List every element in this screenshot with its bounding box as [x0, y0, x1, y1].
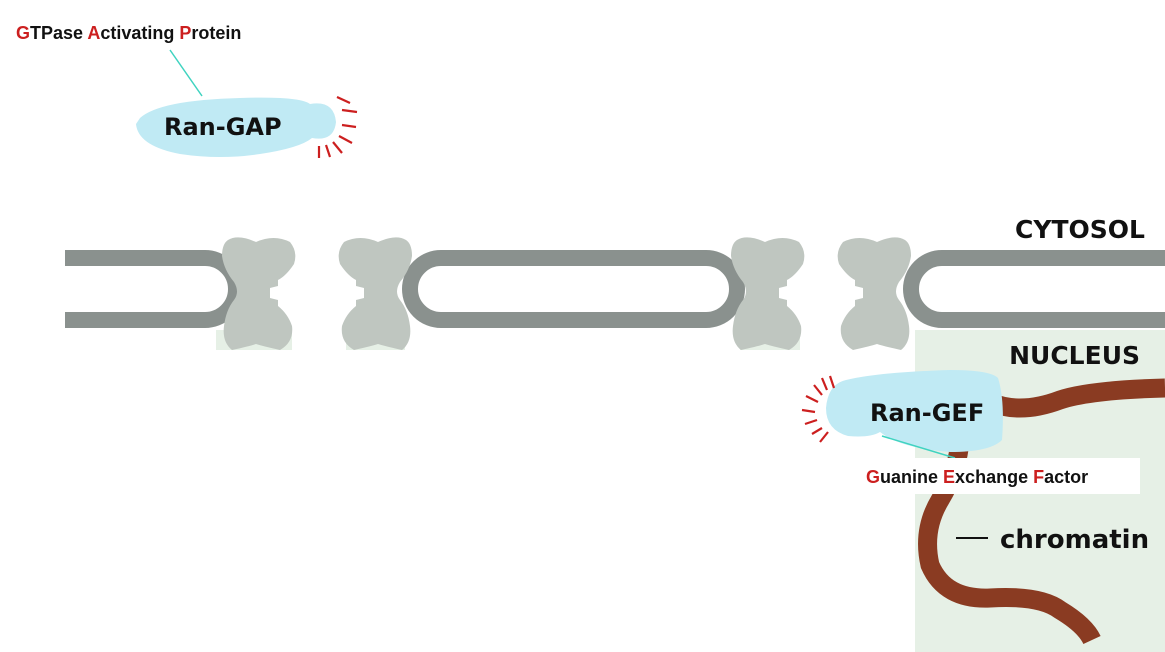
acronym-letter: A [87, 23, 100, 43]
nuclear-envelope [65, 250, 1165, 328]
gef-fullname-box [858, 458, 1140, 494]
label-word: xchange [955, 467, 1033, 487]
nuclear-pore [222, 237, 296, 350]
chromatin-strand [918, 378, 1165, 645]
membrane-segment-left [65, 250, 244, 328]
gef-leader-line [881, 435, 956, 459]
chromatin-label: chromatin [1000, 525, 1149, 555]
ran-gap-label: Ran-GAP [164, 113, 282, 141]
ran-gap-body [136, 97, 336, 157]
acronym-letter: E [943, 467, 955, 487]
acronym-letter: G [16, 23, 30, 43]
acronym-letter: G [866, 467, 880, 487]
acronym-letter: P [179, 23, 191, 43]
nucleus-label: NUCLEUS [1009, 341, 1140, 370]
ran-gef-protein: Ran-GEF [801, 370, 1003, 459]
ran-gef-body [826, 370, 1003, 452]
ran-gef-label: Ran-GEF [870, 399, 984, 427]
nuclear-pores [222, 237, 911, 350]
nuclear-pore [837, 237, 911, 350]
cytosol-label: CYTOSOL [1015, 215, 1145, 244]
membrane-segment-middle [402, 250, 745, 328]
gap-leader-line [169, 49, 203, 97]
label-word: actor [1044, 467, 1088, 487]
label-word: uanine [880, 467, 943, 487]
nuclear-pore [338, 237, 412, 350]
ran-gap-protein: Ran-GAP [136, 49, 358, 158]
label-word: ctivating [100, 23, 179, 43]
gef-fullname-label: Guanine Exchange Factor [866, 467, 1088, 487]
membrane-segment-right [903, 250, 1165, 328]
label-word: TPase [30, 23, 87, 43]
acronym-letter: F [1033, 467, 1044, 487]
gap-fullname-label: GTPase Activating Protein [16, 23, 241, 43]
ran-gap-activity-marks [317, 96, 358, 158]
label-word: rotein [191, 23, 241, 43]
ran-gef-activity-marks [801, 375, 836, 443]
nuclear-pore [731, 237, 805, 350]
